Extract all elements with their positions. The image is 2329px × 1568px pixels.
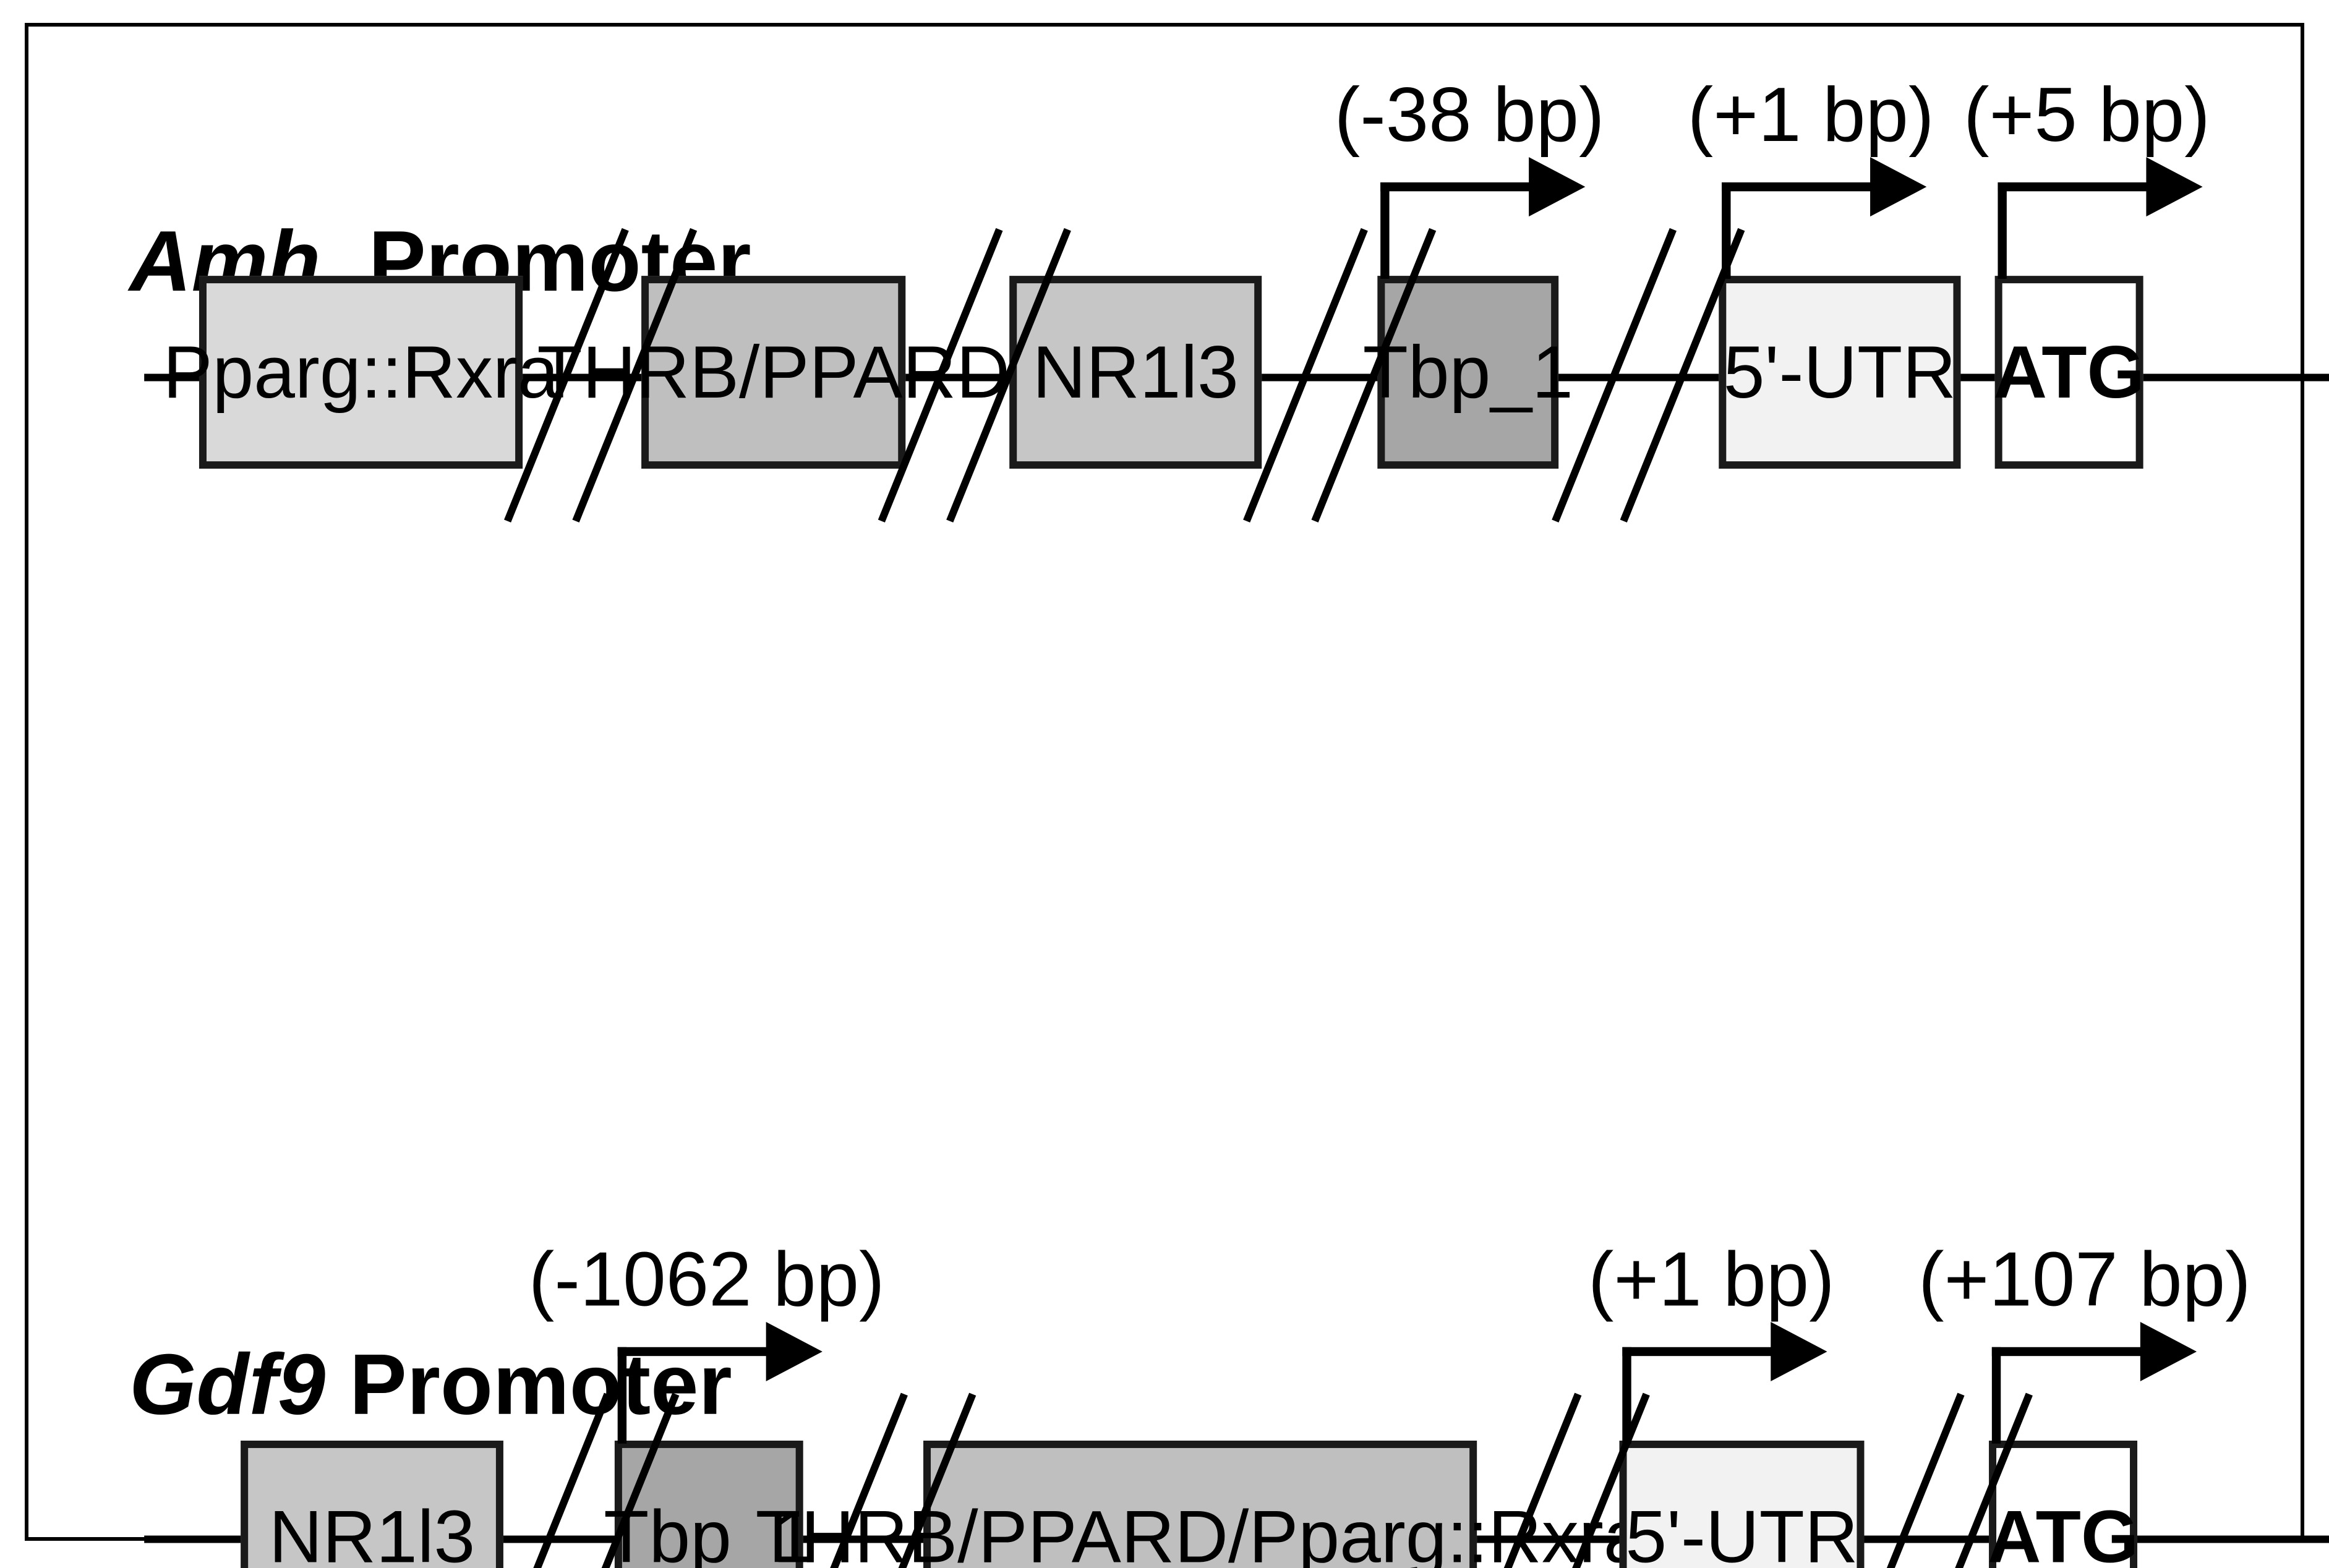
tss-arrow-tbp1-gdf9 bbox=[617, 1321, 823, 1444]
feature-label: ATG bbox=[1993, 330, 2145, 414]
sequence-break-icon bbox=[878, 227, 1071, 524]
feature-label: 5'-UTR bbox=[1723, 330, 1956, 414]
tss-arrow-atg-gdf9 bbox=[1991, 1321, 2197, 1444]
feature-label: ATG bbox=[1987, 1495, 2139, 1568]
feature-label: 5'-UTR bbox=[1625, 1495, 1858, 1568]
feature-box-tbp1-amh[interactable]: Tbp_1 bbox=[1363, 276, 1573, 469]
bp-label-5utr-gdf9: (+1 bp) bbox=[1588, 1237, 1835, 1324]
feature-box-atg-amh[interactable]: ATG bbox=[1993, 276, 2145, 469]
feature-label: NR1l3 bbox=[1032, 330, 1239, 414]
gene-name-gdf9: Gdf9 bbox=[129, 1336, 326, 1433]
tss-arrow-5utr-amh bbox=[1722, 157, 1927, 279]
feature-box-thrb-ppard-pparg-rxra-gdf9[interactable]: THRB/PPARD/Pparg::Rxra bbox=[756, 1440, 1645, 1568]
feature-box-thrb-ppard-amh[interactable]: THRB/PPARD bbox=[537, 276, 1010, 469]
tss-arrow-5utr-gdf9 bbox=[1622, 1321, 1827, 1444]
bp-label-5utr-amh: (+1 bp) bbox=[1687, 72, 1934, 159]
sequence-break-icon bbox=[504, 227, 698, 524]
bp-label-atg-amh: (+5 bp) bbox=[1963, 72, 2210, 159]
feature-box-nr1l3-gdf9[interactable]: NR1l3 bbox=[241, 1440, 503, 1568]
feature-box-5utr-amh[interactable]: 5'-UTR bbox=[1719, 276, 1961, 469]
sequence-break-icon bbox=[1839, 1392, 2033, 1568]
figure-border: Amh Promoter Pparg::Rxra THRB/PPARD NR1l… bbox=[25, 23, 2329, 1568]
sequence-break-icon bbox=[1456, 1392, 1650, 1568]
feature-label: Tbp_1 bbox=[604, 1495, 814, 1568]
feature-box-5utr-gdf9[interactable]: 5'-UTR bbox=[1619, 1440, 1865, 1568]
sequence-break-icon bbox=[1552, 227, 1745, 524]
tss-arrow-atg-amh bbox=[1998, 157, 2203, 279]
bp-label-atg-gdf9: (+107 bp) bbox=[1918, 1237, 2251, 1324]
tss-arrow-tbp1-amh bbox=[1380, 157, 1586, 279]
feature-label: Pparg::Rxra bbox=[163, 330, 559, 414]
feature-label: Tbp_1 bbox=[1362, 330, 1573, 414]
feature-label: NR1l3 bbox=[268, 1495, 476, 1568]
bp-label-tbp1-gdf9: (-1062 bp) bbox=[528, 1237, 885, 1324]
feature-box-atg-gdf9[interactable]: ATG bbox=[1987, 1440, 2139, 1568]
feature-box-pparg-rxra-amh[interactable]: Pparg::Rxra bbox=[163, 276, 559, 469]
sequence-break-icon bbox=[783, 1392, 976, 1568]
bp-label-tbp1-amh: (-38 bp) bbox=[1334, 72, 1605, 159]
